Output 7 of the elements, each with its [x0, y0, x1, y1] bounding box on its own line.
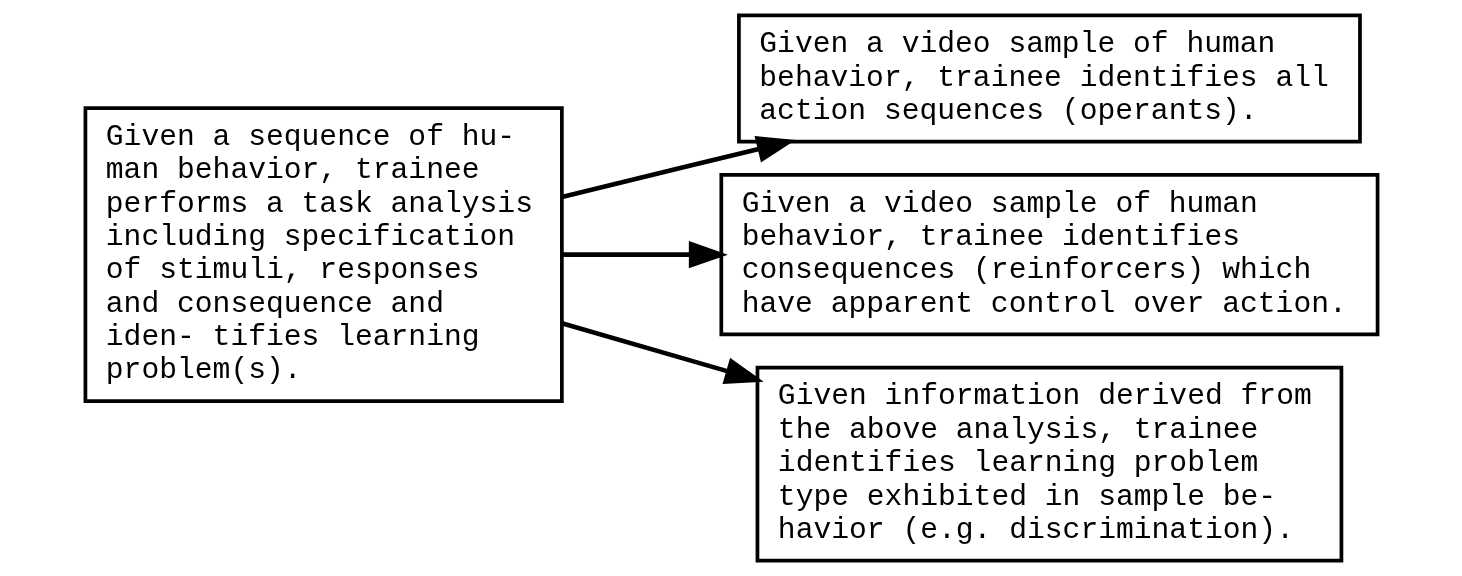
arrow — [561, 241, 728, 269]
node-box: Given information derived from the above analysis, trainee identifies learning problem type exhibited in sample be- havior (e.g. discrimination). — [755, 365, 1343, 563]
node-box: Given a video sample of human behavior, trainee identifies consequences (reinforcers) which have apparent control over action. — [718, 173, 1379, 337]
node-box: Given a video sample of human behavior, trainee identifies all action sequences (operants). — [736, 13, 1362, 144]
node-box: Given a sequence of hu- man behavior, trainee performs a task analysis including specification of stimuli, responses and consequence and iden- tifies learning problem(s). — [83, 106, 564, 403]
arrow — [560, 321, 764, 384]
arrow — [560, 135, 796, 200]
